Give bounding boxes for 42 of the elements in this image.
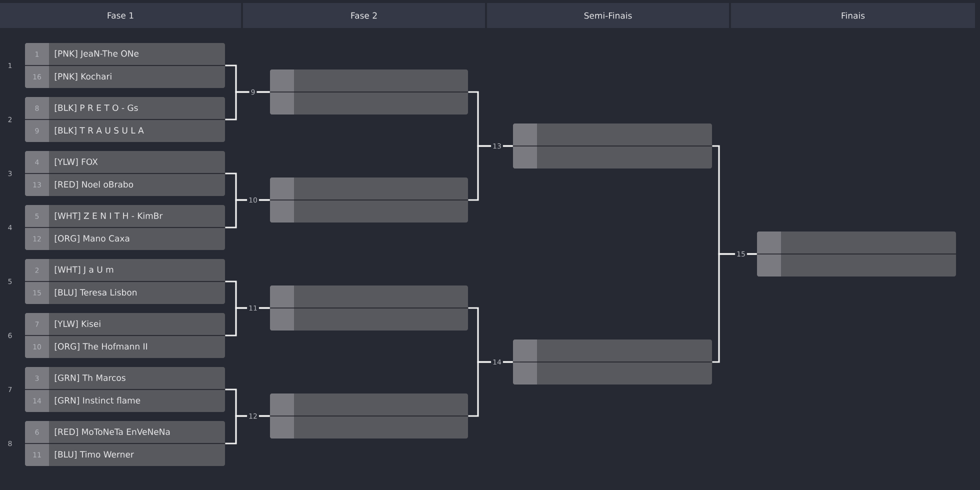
bracket-line (225, 307, 270, 336)
player-name: [PNK] Kochari (54, 73, 112, 81)
player-name: [WHT] Z E N I T H - KimBr (54, 212, 163, 220)
column-header: Fase 2 (243, 3, 485, 28)
match-box (24, 43, 226, 88)
bracket-line (225, 199, 270, 228)
column-header: Semi-Finais (487, 3, 729, 28)
player-name: [YLW] Kisei (54, 320, 100, 328)
player-name: [BLK] P R E T O - Gs (54, 104, 138, 112)
match-box (24, 421, 226, 466)
match-box (270, 178, 468, 222)
match-box (24, 97, 226, 142)
player-name: [GRN] Th Marcos (54, 374, 126, 382)
match-box (270, 70, 468, 114)
match-box (512, 124, 712, 168)
player-name: [ORG] Mano Caxa (54, 235, 130, 243)
match-box (24, 205, 226, 250)
player-name: [PNK] JeaN-The ONe (54, 50, 139, 58)
player-name: [RED] MoToNeTa EnVeNeNa (54, 428, 170, 436)
column-header: Finais (731, 3, 975, 28)
bracket-line (225, 415, 270, 444)
player-name: [BLK] T R A U S U L A (54, 127, 144, 135)
player-name: [GRN] Instinct flame (54, 397, 140, 405)
match-box (270, 286, 468, 330)
match-box (24, 313, 226, 358)
match-box (512, 340, 712, 384)
bracket-line (712, 253, 757, 363)
player-name: [YLW] FOX (54, 158, 98, 166)
player-name: [RED] Noel oBrabo (54, 181, 134, 189)
match-box (24, 367, 226, 412)
match-box (24, 151, 226, 196)
match-box (756, 232, 956, 276)
player-name: [WHT] J a U m (54, 266, 114, 274)
bracket-line (468, 361, 513, 417)
player-name: [BLU] Timo Werner (54, 451, 134, 459)
bracket-line (225, 91, 270, 120)
match-box (24, 259, 226, 304)
match-box (270, 394, 468, 438)
player-name: [BLU] Teresa Lisbon (54, 289, 137, 297)
bracket-line (468, 145, 513, 201)
player-name: [ORG] The Hofmann II (54, 343, 147, 351)
column-header: Fase 1 (0, 3, 241, 28)
